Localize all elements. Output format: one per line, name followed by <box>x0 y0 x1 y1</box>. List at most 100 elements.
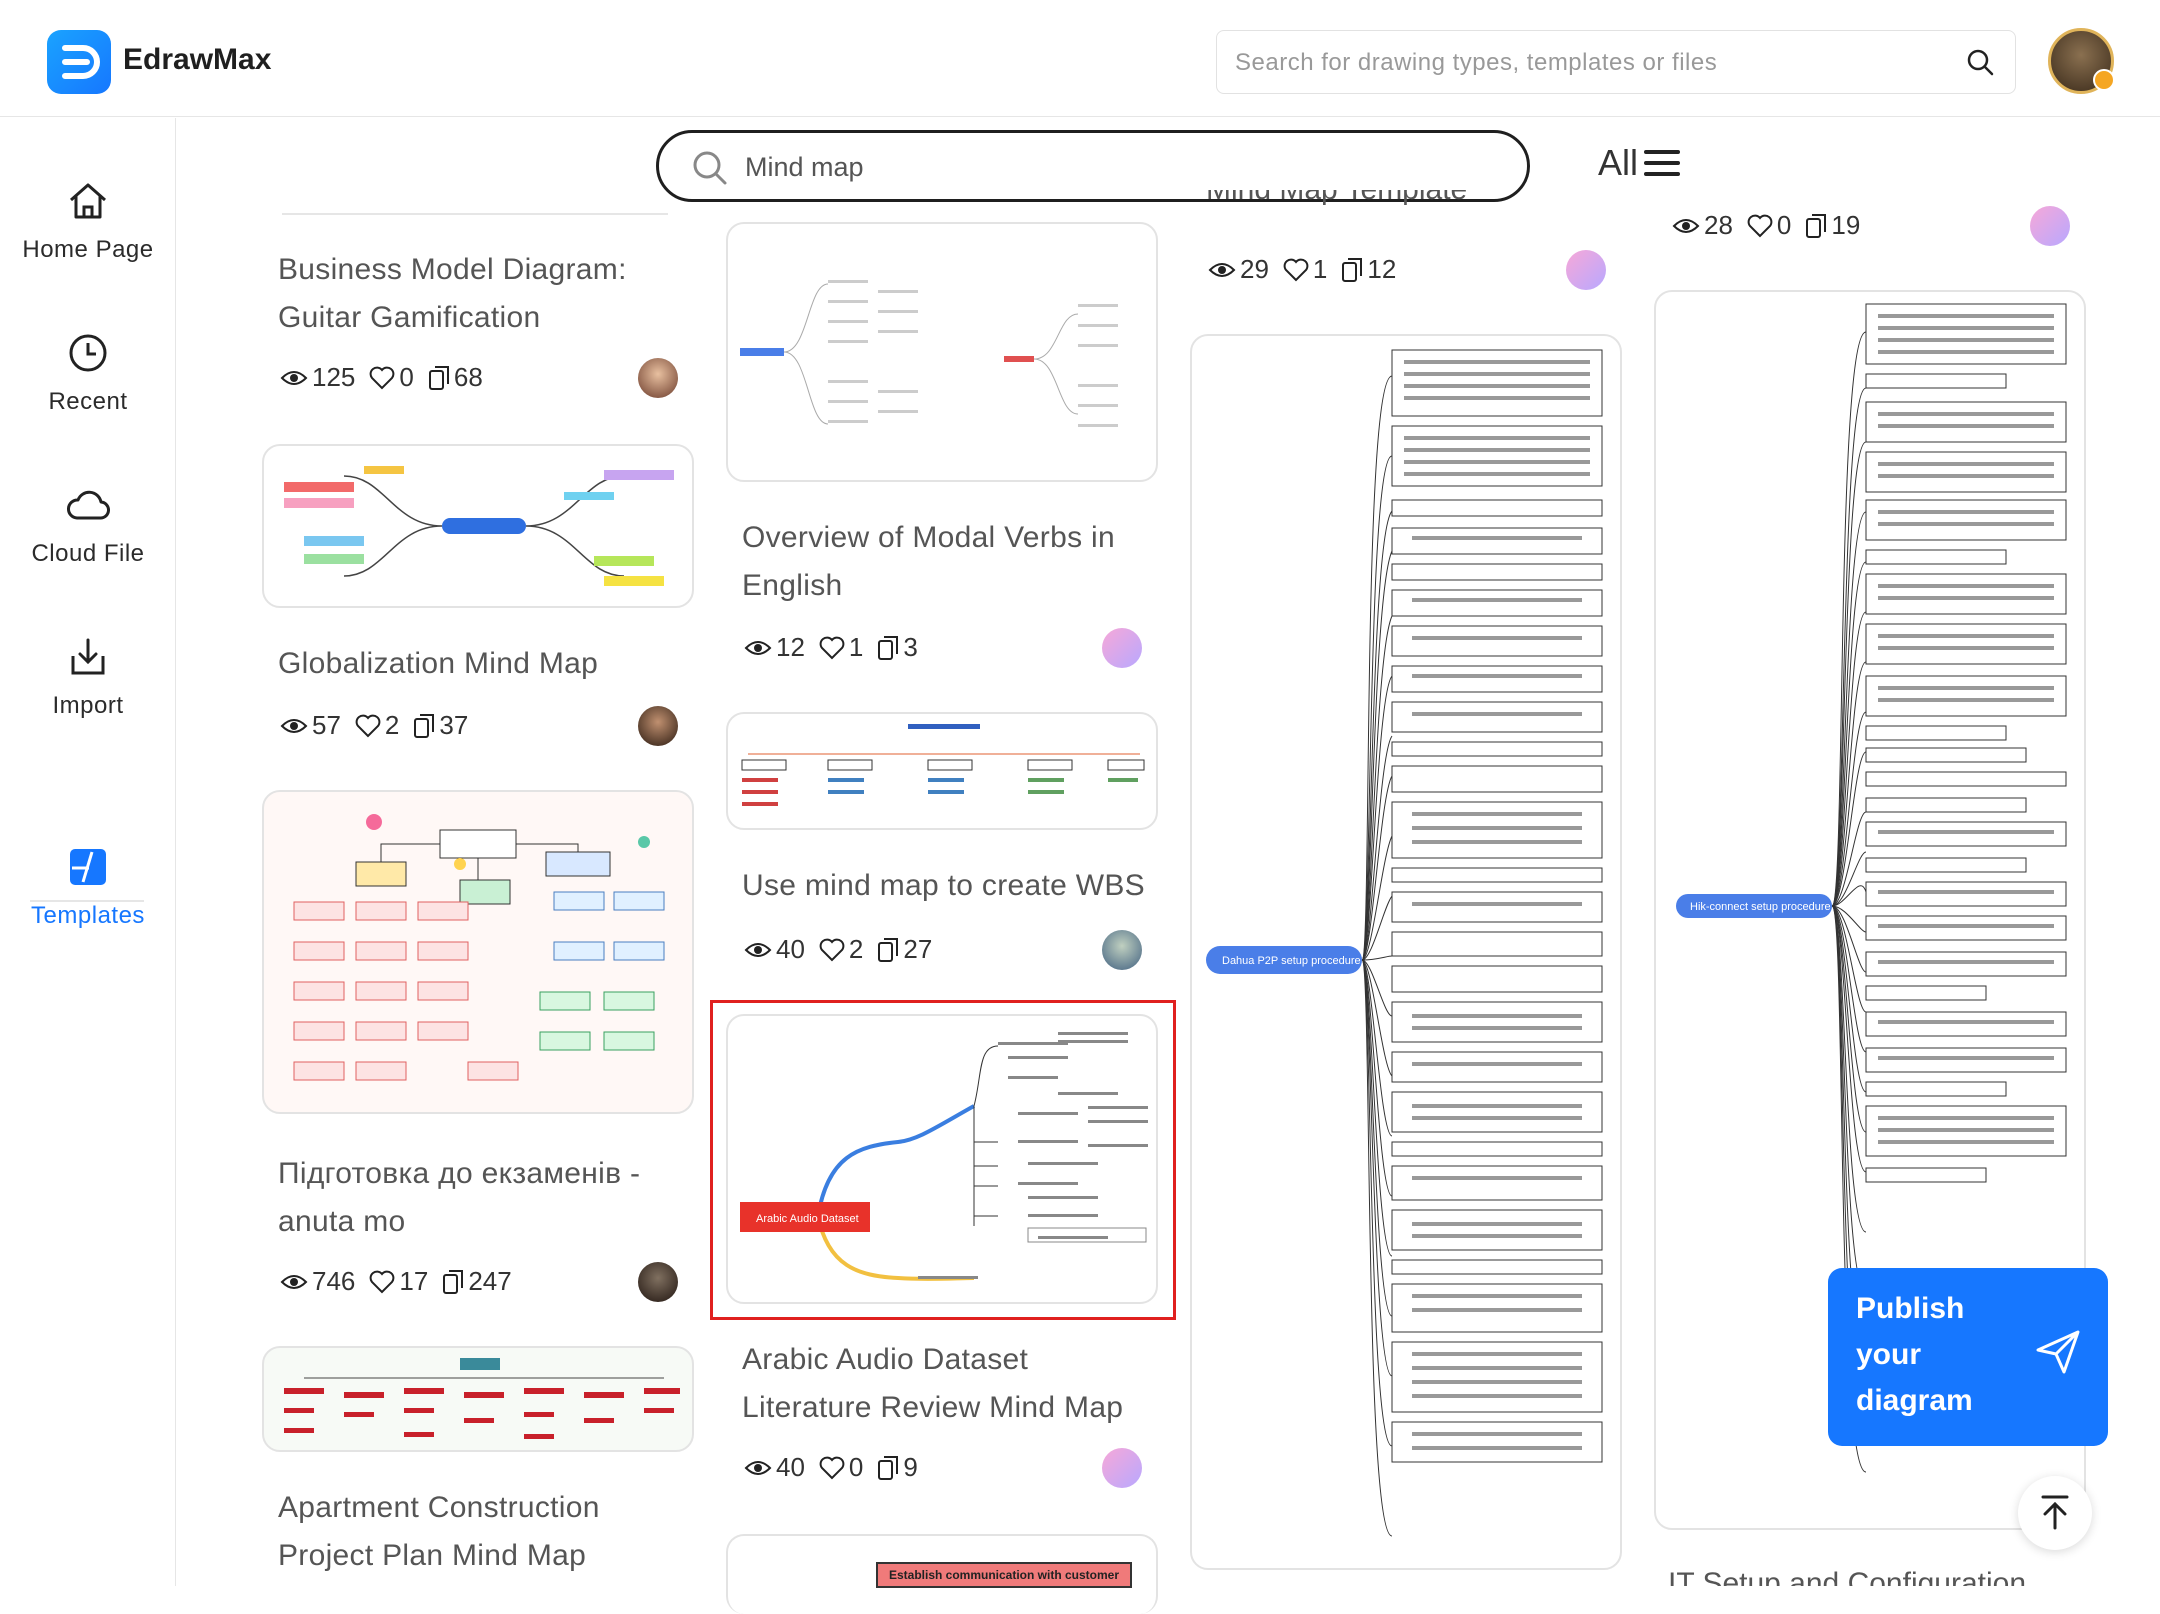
author-avatar[interactable] <box>2030 206 2070 246</box>
template-thumbnail[interactable] <box>262 1346 694 1452</box>
sidebar-item-label: Templates <box>31 902 145 929</box>
card-title[interactable]: Business Model Diagram: Guitar Gamificat… <box>278 253 627 334</box>
card-title-clipped[interactable]: Mind Map Template <box>1206 190 1606 220</box>
thumb-node-label: Establish communication with customer <box>876 1562 1132 1588</box>
mind-map-preview: Arabic Audio Dataset <box>740 1032 1148 1281</box>
heart-icon[interactable] <box>355 714 381 738</box>
template-thumbnail[interactable] <box>262 790 694 1114</box>
publish-diagram-button[interactable]: Publish your diagram <box>1828 1268 2108 1446</box>
likes-count: 2 <box>848 934 864 964</box>
user-avatar[interactable] <box>2048 28 2115 94</box>
views-count: 12 <box>776 632 805 662</box>
thumb-root-label: Hik-connect setup procedure <box>1690 901 1831 913</box>
card-stats: 12 1 3 <box>744 632 932 663</box>
copy-icon[interactable] <box>877 635 899 661</box>
search-icon[interactable] <box>1965 47 1995 82</box>
views-count: 28 <box>1704 210 1733 240</box>
heart-icon[interactable] <box>369 366 395 390</box>
copy-icon[interactable] <box>877 937 899 963</box>
eye-icon <box>744 1460 772 1475</box>
template-thumbnail[interactable]: Dahua P2P setup procedure <box>1190 334 1622 1570</box>
views-count: 57 <box>312 710 341 740</box>
likes-count: 0 <box>848 1452 864 1482</box>
thumb-root-label: Arabic Audio Dataset <box>756 1213 859 1225</box>
mind-map-preview <box>284 466 674 586</box>
views-count: 40 <box>776 934 805 964</box>
sidebar-item-home[interactable]: Home Page <box>0 178 176 264</box>
author-avatar[interactable] <box>1102 1448 1142 1488</box>
copy-icon[interactable] <box>442 1269 464 1295</box>
copies-count: 27 <box>903 934 933 964</box>
template-search[interactable] <box>656 130 1530 202</box>
heart-icon[interactable] <box>819 938 845 962</box>
card-title[interactable]: Use mind map to create WBS <box>742 869 1145 902</box>
author-avatar[interactable] <box>1102 628 1142 668</box>
sidebar-item-label: Cloud File <box>31 540 145 567</box>
template-thumbnail[interactable] <box>726 222 1158 482</box>
views-count: 746 <box>312 1266 356 1296</box>
author-avatar[interactable] <box>1102 930 1142 970</box>
cloud-icon <box>67 490 110 520</box>
eye-icon <box>1208 262 1236 277</box>
back-to-top-button[interactable] <box>2018 1476 2092 1550</box>
copy-icon[interactable] <box>428 365 450 391</box>
template-search-input[interactable] <box>745 149 1445 185</box>
card-stats: 125 0 68 <box>280 362 497 393</box>
sidebar-item-label: Recent <box>48 388 128 415</box>
filter-label: All <box>1598 142 1639 183</box>
eye-icon <box>280 1274 308 1289</box>
heart-icon[interactable] <box>1283 258 1309 282</box>
likes-count: 1 <box>848 632 864 662</box>
card-stats: 40 2 27 <box>744 934 946 965</box>
author-avatar[interactable] <box>638 358 678 398</box>
heart-icon[interactable] <box>369 1270 395 1294</box>
edrawmax-logo-icon[interactable] <box>47 30 111 94</box>
global-search-input[interactable] <box>1235 45 1935 81</box>
card-title[interactable]: Overview of Modal Verbs in English <box>742 521 1115 602</box>
mind-map-preview <box>740 280 1118 427</box>
sidebar-item-templates[interactable]: Templates <box>0 844 176 930</box>
filter-dropdown[interactable]: All <box>1598 142 1681 184</box>
likes-count: 0 <box>399 362 414 392</box>
card-title[interactable]: Apartment Construction Project Plan Mind… <box>278 1491 600 1572</box>
heart-icon[interactable] <box>819 636 845 660</box>
template-thumbnail[interactable]: Arabic Audio Dataset <box>726 1014 1158 1304</box>
card-title[interactable]: Підготовка до екзаменів - anuta mo <box>278 1157 641 1238</box>
template-thumbnail[interactable] <box>262 444 694 608</box>
card-stats: 746 17 247 <box>280 1266 526 1297</box>
eye-icon <box>280 718 308 733</box>
likes-count: 17 <box>399 1266 429 1296</box>
copy-icon[interactable] <box>1341 257 1363 283</box>
card-stats: 40 0 9 <box>744 1452 932 1483</box>
global-search[interactable] <box>1216 30 2016 94</box>
author-avatar[interactable] <box>638 1262 678 1302</box>
copy-icon[interactable] <box>1805 213 1827 239</box>
sidebar-item-cloud-file[interactable]: Cloud File <box>0 482 176 568</box>
app-name: EdrawMax <box>123 43 272 76</box>
heart-icon[interactable] <box>819 1456 845 1480</box>
copy-icon[interactable] <box>413 713 435 739</box>
search-icon[interactable] <box>691 149 729 192</box>
copies-count: 37 <box>439 710 469 740</box>
views-count: 29 <box>1240 254 1269 284</box>
publish-line-3: diagram <box>1856 1384 1973 1417</box>
copies-count: 9 <box>903 1452 918 1482</box>
sidebar-item-import[interactable]: Import <box>0 634 176 720</box>
heart-icon[interactable] <box>1747 214 1773 238</box>
card-title-clipped[interactable]: IT Setup and Configuration <box>1668 1567 2027 1586</box>
copy-icon[interactable] <box>877 1455 899 1481</box>
template-thumbnail[interactable]: Establish communication with customer <box>726 1534 1158 1614</box>
copies-count: 68 <box>453 362 483 392</box>
sidebar-item-recent[interactable]: Recent <box>0 330 176 416</box>
template-thumbnail[interactable] <box>726 712 1158 830</box>
copies-count: 3 <box>903 632 918 662</box>
card-divider <box>282 213 668 215</box>
author-avatar[interactable] <box>638 706 678 746</box>
author-avatar[interactable] <box>1566 250 1606 290</box>
template-thumbnail[interactable]: Hik-connect setup procedure <box>1654 290 2086 1530</box>
views-count: 125 <box>312 362 356 392</box>
card-stats: 29 1 12 <box>1208 254 1410 285</box>
card-title[interactable]: Globalization Mind Map <box>278 647 599 680</box>
eye-icon <box>744 640 772 655</box>
card-title[interactable]: Arabic Audio Dataset Literature Review M… <box>742 1343 1124 1424</box>
